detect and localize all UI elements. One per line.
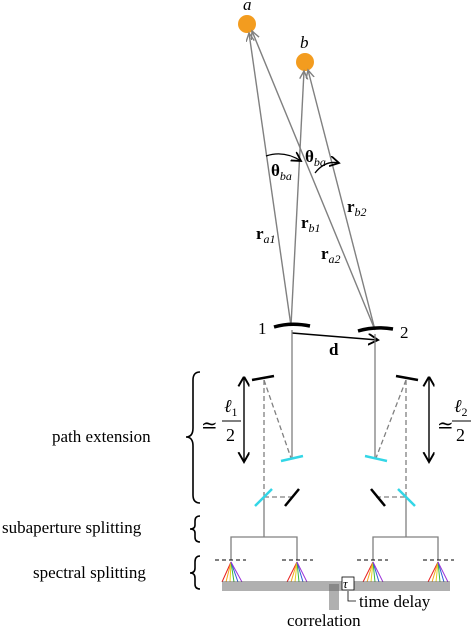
source-a: a — [238, 0, 256, 33]
spectral-fan-1 — [221, 561, 243, 583]
beamsplitter-left-bottom — [254, 488, 273, 507]
fan-1-ray-1 — [221, 561, 232, 583]
fan-4-ray-4 — [437, 561, 441, 583]
fan-4-ray-1 — [427, 561, 439, 583]
delay-mirror-right-top — [395, 374, 419, 382]
delay-mirror-left-top — [251, 374, 275, 382]
theta-right-label: θba — [305, 147, 326, 169]
telescope-1-mirror — [273, 322, 311, 329]
fan-3-ray-5 — [372, 561, 380, 583]
r-b1-label: rb1 — [301, 213, 321, 235]
fan-3-ray-1 — [362, 561, 374, 583]
fan-4-ray-5 — [437, 561, 445, 583]
angle-arc-left — [265, 154, 301, 161]
ray-b2 — [308, 70, 376, 331]
stage-subaperture-label: subaperture splitting — [2, 518, 142, 537]
ell2-denominator: 2 — [456, 425, 465, 445]
telescope-1-label: 1 — [258, 319, 267, 338]
r-a2-label: ra2 — [321, 244, 341, 266]
beam-paths — [263, 330, 407, 537]
stage-braces — [185, 371, 201, 590]
angle-arcs — [265, 154, 339, 174]
ell1-numerator: ℓ1 — [224, 396, 238, 419]
theta-left-label: θba — [271, 161, 292, 183]
fan-4-ray-3 — [435, 561, 439, 583]
spectral-fan-3 — [362, 561, 384, 583]
source-b-disk — [296, 53, 314, 71]
fan-1-ray-2 — [225, 561, 232, 583]
fan-2-ray-6 — [296, 561, 308, 583]
ray-b1 — [290, 71, 304, 327]
subaperture-left — [230, 536, 298, 560]
baseline-arrow — [291, 332, 378, 340]
fan-1-ray-3 — [229, 561, 232, 583]
source-b-label: b — [300, 33, 309, 52]
telescope-2-label: 2 — [400, 323, 409, 342]
subaperture-splitters — [230, 536, 439, 560]
fan-2-ray-2 — [290, 561, 298, 583]
r-a1-label: ra1 — [256, 224, 276, 246]
stage-path-extension-label: path extension — [52, 427, 151, 446]
telescope-2: 2 — [357, 323, 409, 342]
beamsplitter-right-bottom — [397, 488, 416, 507]
source-b: b — [296, 33, 314, 71]
approx-left: ≃ — [201, 415, 218, 437]
fan-2-ray-5 — [296, 561, 304, 583]
fan-1-ray-4 — [230, 561, 235, 583]
fan-2-ray-1 — [286, 561, 298, 583]
fan-4-ray-6 — [437, 561, 449, 583]
beamsplitters — [254, 454, 416, 507]
delay-right-dash-2 — [375, 379, 407, 459]
beamsplitter-left-top — [280, 454, 304, 463]
telescope-2-mirror — [357, 326, 394, 333]
delay-mirror-left-bottom — [284, 488, 300, 507]
fan-1-ray-5 — [230, 561, 239, 583]
path-length-left-label: ≃ ℓ1 2 — [201, 396, 241, 445]
beamsplitter-right-top — [364, 454, 388, 463]
stage-spectral-label: spectral splitting — [33, 563, 146, 582]
fan-3-ray-2 — [366, 561, 374, 583]
ray-a1 — [249, 33, 292, 327]
spectral-fan-2 — [286, 561, 308, 583]
approx-right: ≃ — [437, 415, 454, 437]
fan-3-ray-4 — [372, 561, 376, 583]
time-delay-leader — [347, 591, 356, 602]
fan-4-ray-2 — [431, 561, 439, 583]
fan-3-ray-3 — [370, 561, 374, 583]
ray-a2 — [252, 31, 376, 331]
length-arrows — [244, 378, 429, 462]
telescope-1: 1 — [258, 319, 311, 338]
angle-arc-right — [314, 162, 339, 174]
fan-2-ray-3 — [294, 561, 298, 583]
r-b2-label: rb2 — [347, 197, 367, 219]
brace-spectral — [189, 555, 201, 590]
time-delay: τ time delay — [341, 576, 431, 611]
correlation-bus — [222, 581, 450, 610]
brace-path-extension — [185, 371, 201, 504]
path-length-right-label: ≃ ℓ2 2 — [437, 396, 471, 445]
correlation-label: correlation — [287, 611, 361, 628]
fan-2-ray-4 — [296, 561, 300, 583]
tau-label: τ — [343, 576, 349, 591]
delay-left-dash-2 — [263, 379, 292, 459]
source-a-label: a — [243, 0, 252, 14]
time-delay-box — [341, 576, 355, 591]
delay-mirrors — [251, 374, 419, 507]
fan-3-ray-6 — [372, 561, 384, 583]
time-delay-label: time delay — [359, 592, 431, 611]
ell2-numerator: ℓ2 — [454, 396, 468, 419]
delay-mirror-right-bottom — [370, 488, 386, 507]
rays — [249, 31, 376, 331]
source-a-disk — [238, 15, 256, 33]
subaperture-right — [372, 536, 439, 560]
ell1-denominator: 2 — [226, 425, 235, 445]
spectral-fan-4 — [427, 561, 449, 583]
brace-subaperture — [189, 515, 201, 543]
baseline-label: d — [329, 340, 339, 359]
fan-1-ray-6 — [230, 561, 243, 583]
